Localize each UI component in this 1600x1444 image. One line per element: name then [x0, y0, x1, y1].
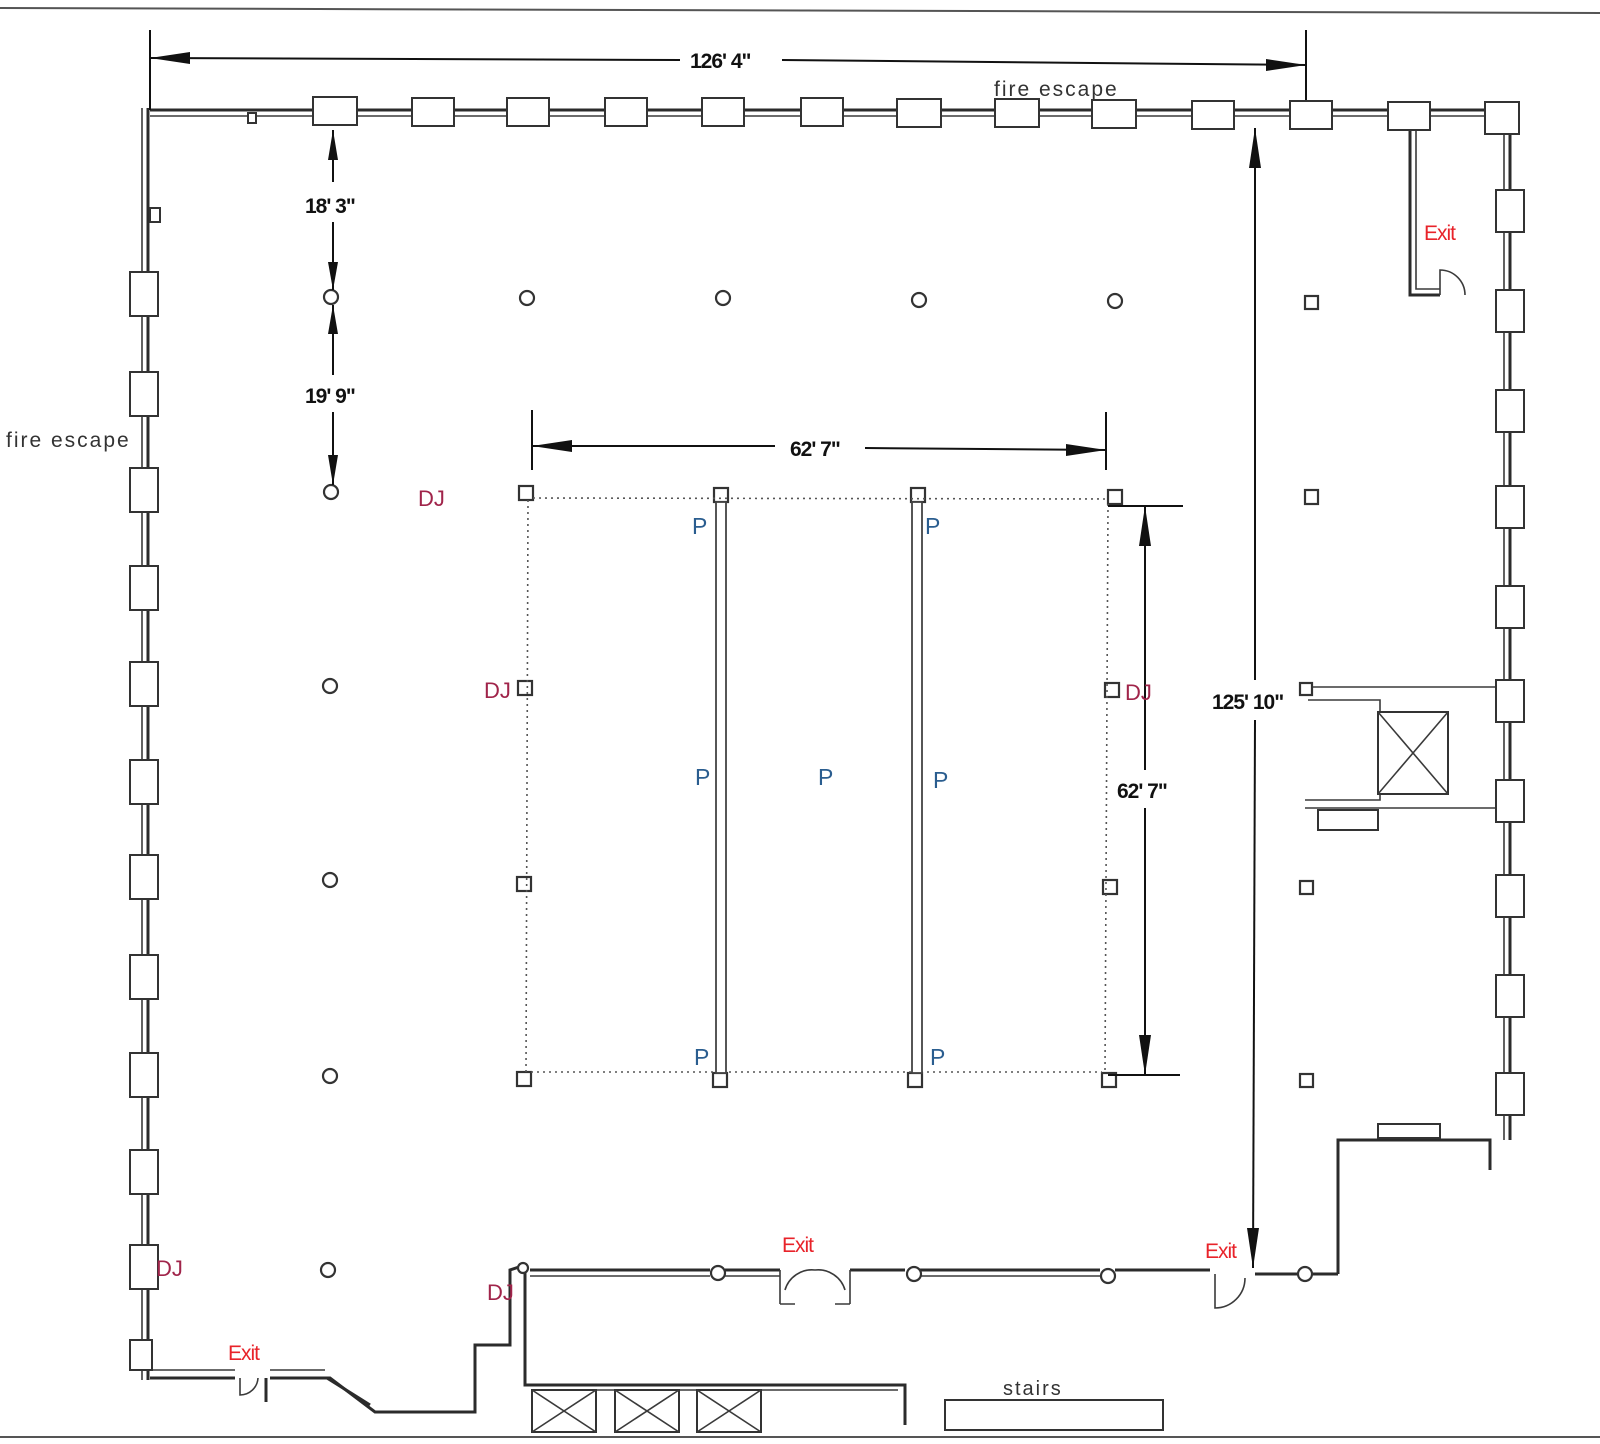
stairs-block: [944, 1399, 1164, 1431]
dim-dance-floor-width-label: 62' 7": [790, 438, 840, 461]
power-point-label: P: [695, 764, 710, 790]
stairs-label: stairs: [1003, 1378, 1063, 1400]
dj-label-south: DJ: [487, 1280, 514, 1305]
power-point-label: P: [818, 764, 833, 790]
dj-label-north: DJ: [418, 486, 445, 511]
dim-dance-floor-depth-label: 62' 7": [1117, 780, 1167, 803]
round-columns: [319, 288, 1314, 1285]
exit-label-southeast: Exit: [1205, 1240, 1237, 1263]
right-wall-bays: [1495, 189, 1525, 1116]
dim-top-width-label: 126' 4": [690, 50, 751, 73]
exit-label-south-center: Exit: [782, 1234, 814, 1257]
dim-dance-floor-width: [531, 410, 1107, 470]
exit-label-northeast: Exit: [1424, 222, 1456, 245]
dim-overall-depth-label: 125' 10": [1212, 691, 1283, 714]
dim-overall-depth: [1247, 128, 1261, 1269]
dj-label-southwest: DJ: [156, 1256, 183, 1281]
beam-left: [715, 501, 727, 1074]
fire-escape-left-label: fire escape: [6, 429, 131, 452]
power-point-label: P: [933, 767, 948, 793]
frame-top-line: [0, 7, 1600, 14]
left-wall-bays: [129, 207, 161, 1371]
power-point-label: P: [925, 513, 940, 539]
dim-dance-floor-depth: [1108, 505, 1183, 1076]
dj-label-east: DJ: [1125, 680, 1152, 705]
dim-north-offset-label: 18' 3": [305, 195, 355, 218]
fire-escape-top-label: fire escape: [994, 78, 1119, 101]
power-point-label: P: [692, 513, 707, 539]
dim-bay-spacing-label: 19' 9": [305, 385, 355, 408]
top-wall-bays: [247, 96, 1520, 135]
dance-floor-outline: [525, 497, 1109, 1074]
elevator-shafts: [531, 711, 1449, 1433]
dim-top-width: [149, 30, 1307, 110]
power-point-label: P: [930, 1044, 945, 1070]
dj-label-west: DJ: [484, 678, 511, 703]
beam-right: [911, 501, 923, 1074]
dim-north-offset: [328, 130, 338, 485]
power-point-label: P: [694, 1044, 709, 1070]
exit-label-southwest: Exit: [228, 1342, 260, 1365]
doors: [239, 269, 1466, 1402]
